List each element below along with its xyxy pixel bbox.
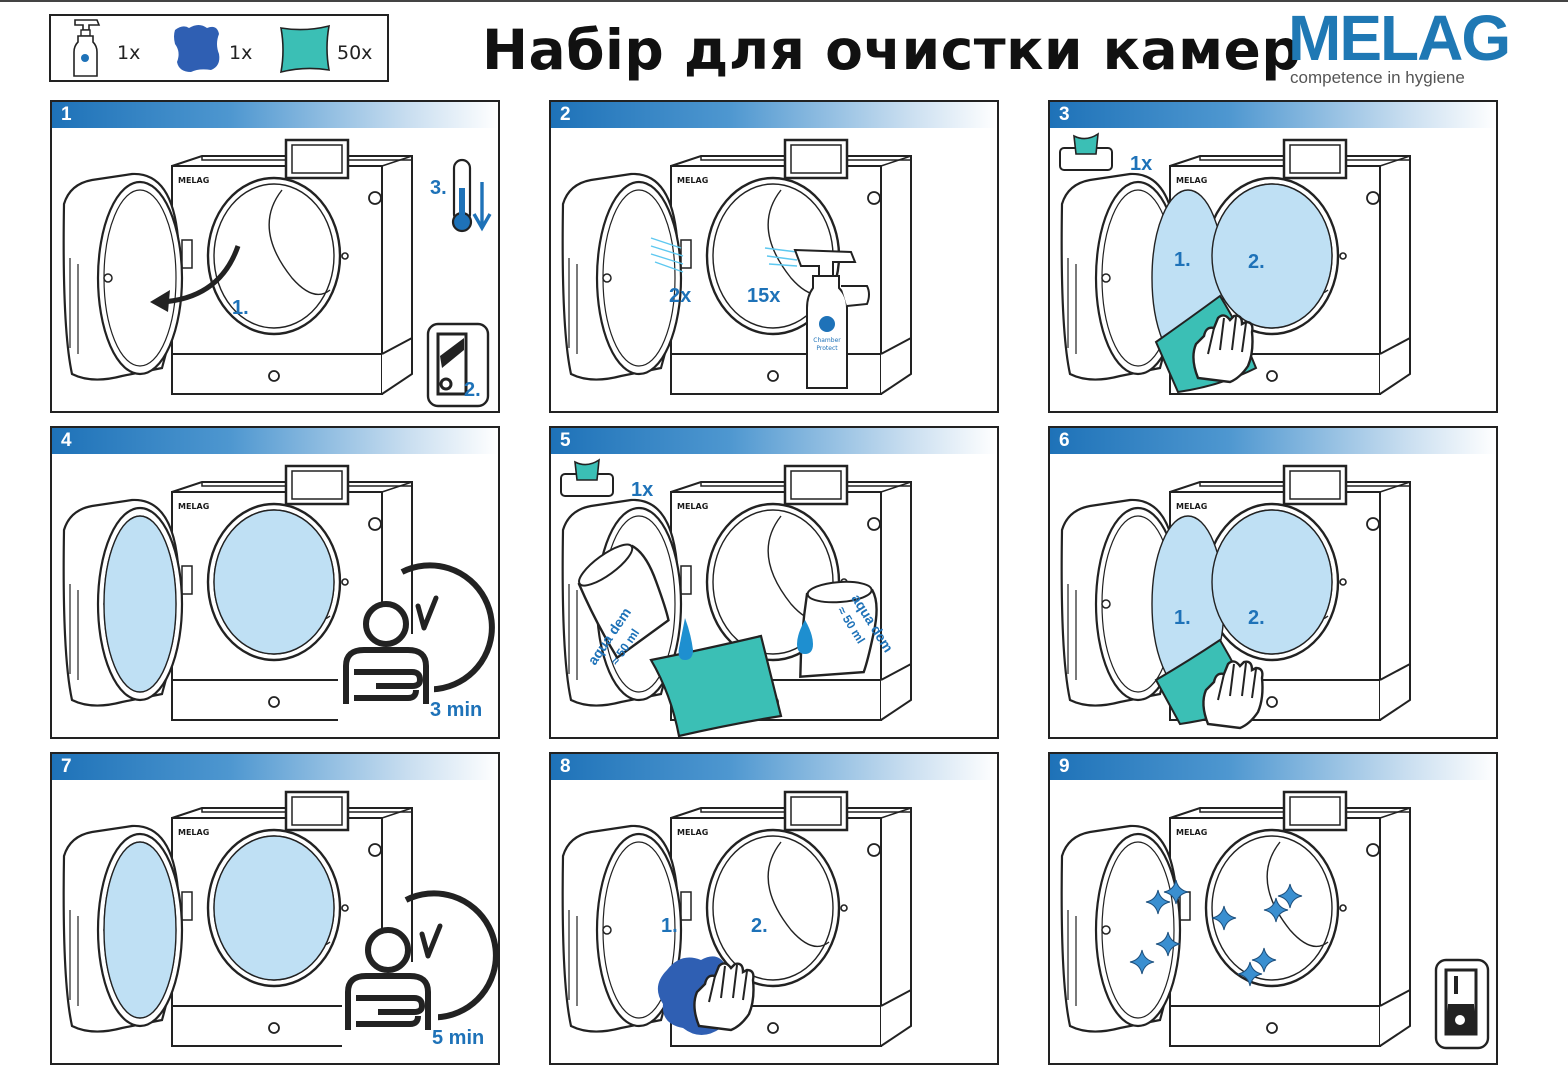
spray-bottle-count: 1x <box>117 42 141 64</box>
step-label: 15x <box>747 285 780 307</box>
arrow-down-icon <box>472 182 492 232</box>
step-label: 2. <box>464 379 481 401</box>
device-brand-label: MELAG <box>178 502 210 511</box>
step-label: 1. <box>232 297 249 319</box>
step-illustration: 1x aqua dem ≈ 50 ml aqua dem ≈ 50 ml <box>560 459 913 737</box>
step-illustration: 5 min <box>62 790 498 1063</box>
step-illustration: 2x 15x Chamber Protect <box>561 138 913 396</box>
spray-mist-icon <box>650 237 684 273</box>
device-brand-label: MELAG <box>178 828 210 837</box>
kit-contents: 1x 1x 50x <box>49 14 389 82</box>
step-number: 2 <box>560 104 571 125</box>
step-illustration: 1. 2. <box>561 790 913 1048</box>
step-number: 4 <box>61 430 72 451</box>
step-header: 3 <box>1050 102 1496 128</box>
wipe-box-icon <box>1059 133 1113 171</box>
step-illustration: 1. 2. 3. <box>62 138 492 408</box>
wipe-cloth-count: 50x <box>337 42 373 64</box>
step-header: 1 <box>52 102 498 128</box>
step-panel-3: 3 1x 1. 2. <box>1048 100 1498 413</box>
step-label: 1. <box>661 915 678 937</box>
device-brand-label: MELAG <box>178 176 210 185</box>
step-panel-1: 1 1. 2. 3. <box>50 100 500 413</box>
step-panel-4: 4 3 min <box>50 426 500 739</box>
step-header: 5 <box>551 428 997 454</box>
device-brand-label: MELAG <box>677 176 709 185</box>
step-label: 2. <box>1248 251 1265 273</box>
arrow-icon <box>150 290 170 312</box>
step-number: 1 <box>61 104 72 125</box>
water-drop-icon <box>797 620 813 654</box>
step-label: 1x <box>631 479 653 501</box>
logo-tagline: competence in hygiene <box>1290 68 1465 87</box>
step-illustration <box>1060 790 1490 1050</box>
step-panel-5: 5 1x aqua dem ≈ 50 ml aqua dem ≈ 50 ml <box>549 426 999 739</box>
step-label: 3 min <box>430 699 482 721</box>
step-illustration: 3 min <box>62 464 498 737</box>
wipe-box-icon <box>560 459 614 497</box>
logo-wordmark: MELAG <box>1288 2 1511 74</box>
page-title: Набір для очистки камер <box>482 18 1302 82</box>
spray-bottle-icon <box>73 19 101 77</box>
wipe-cloth-icon <box>279 24 331 74</box>
step-label: 1. <box>1174 249 1191 271</box>
step-number: 7 <box>61 756 72 777</box>
step-illustration: 1. 2. <box>1060 464 1412 730</box>
step-panel-2: 2 2x 15x Chamber Protect <box>549 100 999 413</box>
step-label: 2. <box>751 915 768 937</box>
step-number: 9 <box>1059 756 1070 777</box>
spray-label: Protect <box>816 345 838 352</box>
device-brand-label: MELAG <box>1176 176 1208 185</box>
wipe-cloth-icon <box>649 634 783 737</box>
step-header: 4 <box>52 428 498 454</box>
step-label: 2. <box>1248 607 1265 629</box>
step-label: 5 min <box>432 1027 484 1049</box>
water-drop-icon <box>678 618 693 660</box>
step-panel-9: 9 <box>1048 752 1498 1065</box>
step-number: 3 <box>1059 104 1070 125</box>
blue-cloth-icon <box>174 25 220 72</box>
step-label: 1x <box>1130 153 1152 175</box>
melag-logo: MELAG competence in hygiene <box>1288 6 1511 90</box>
top-rule <box>0 0 1568 2</box>
spray-label: Chamber <box>813 337 841 344</box>
device-brand-label: MELAG <box>1176 502 1208 511</box>
step-panel-6: 6 1. 2. <box>1048 426 1498 739</box>
device-brand-label: MELAG <box>677 502 709 511</box>
step-number: 6 <box>1059 430 1070 451</box>
step-panel-7: 7 5 min <box>50 752 500 1065</box>
step-header: 2 <box>551 102 997 128</box>
step-number: 5 <box>560 430 571 451</box>
step-header: 7 <box>52 754 498 780</box>
step-header: 6 <box>1050 428 1496 454</box>
device-brand-label: MELAG <box>677 828 709 837</box>
step-panel-8: 8 1. 2. <box>549 752 999 1065</box>
step-number: 8 <box>560 756 571 777</box>
step-header: 8 <box>551 754 997 780</box>
step-label: 3. <box>430 177 447 199</box>
step-label: 1. <box>1174 607 1191 629</box>
step-illustration: 1x 1. 2. <box>1059 133 1412 396</box>
step-label: 2x <box>669 285 691 307</box>
device-brand-label: MELAG <box>1176 828 1208 837</box>
blue-cloth-count: 1x <box>229 42 253 64</box>
step-header: 9 <box>1050 754 1496 780</box>
